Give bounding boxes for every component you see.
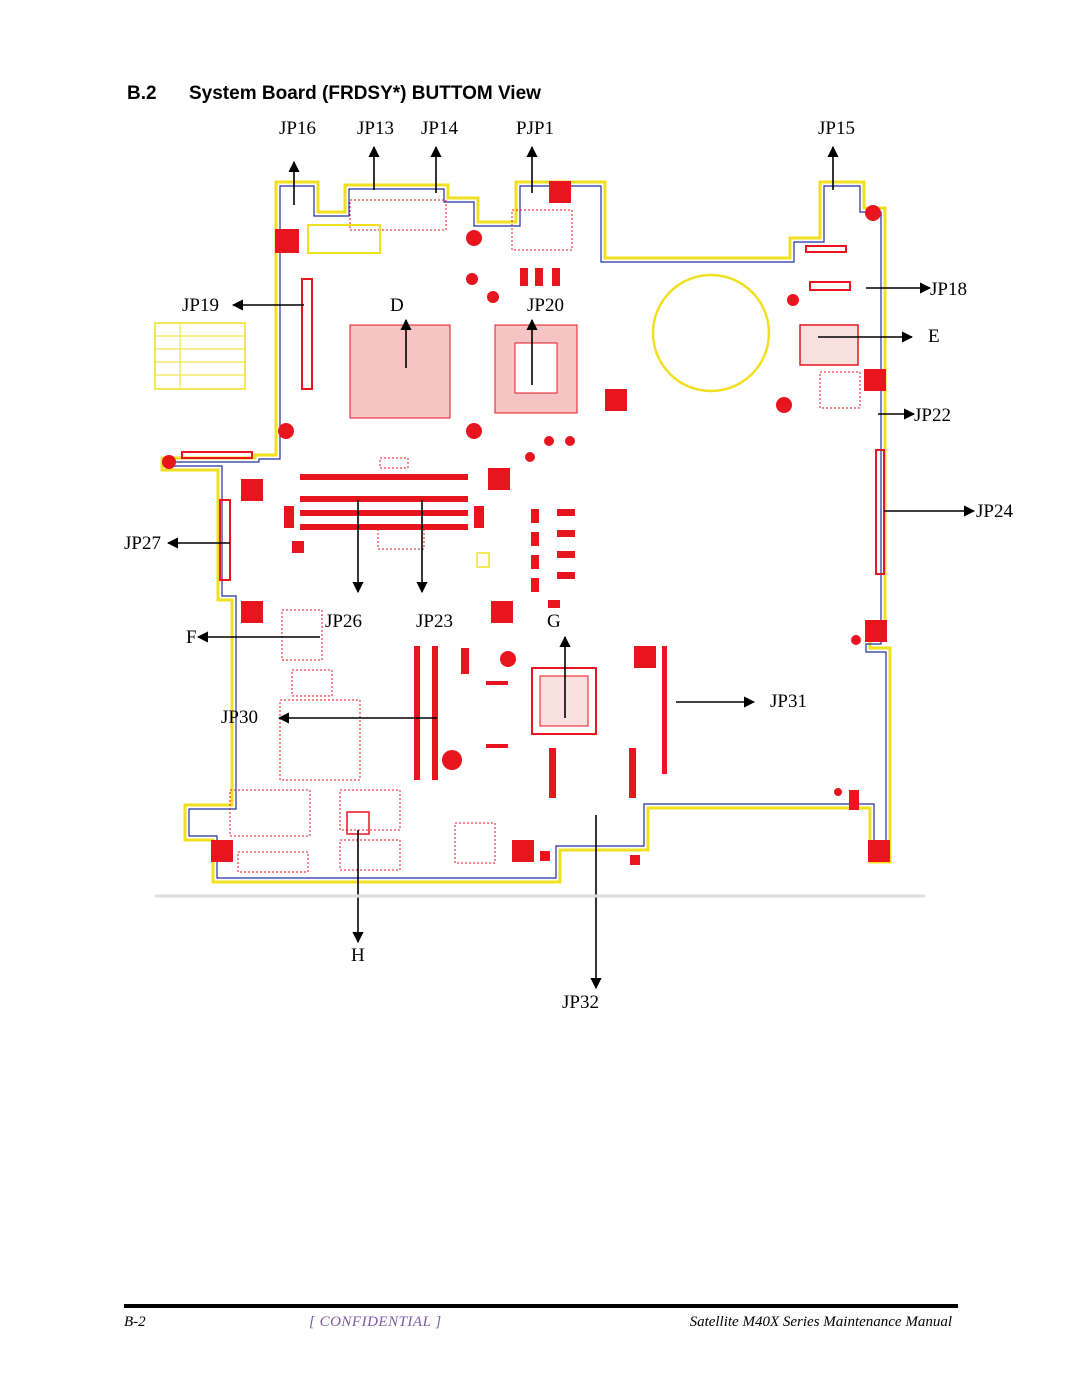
chip-e <box>799 324 859 366</box>
footer-confidential: [ CONFIDENTIAL ] <box>309 1314 442 1330</box>
footer-page-number: B-2 <box>124 1314 146 1330</box>
label-jp13: JP13 <box>357 118 394 139</box>
label-jp15: JP15 <box>818 118 855 139</box>
label-jp30: JP30 <box>221 707 258 728</box>
label-jp31: JP31 <box>770 691 807 712</box>
label-jp19: JP19 <box>182 295 219 316</box>
memory-slots <box>284 474 484 530</box>
label-pjp1: PJP1 <box>516 118 555 139</box>
label-e: E <box>928 326 940 347</box>
label-sticker <box>154 322 246 390</box>
chipset-socket-jp20 <box>494 324 578 414</box>
chip-g <box>531 667 597 735</box>
footer-rule <box>124 1304 958 1308</box>
small-yellow-sq <box>476 552 490 568</box>
label-jp20: JP20 <box>527 295 564 316</box>
label-d: D <box>390 295 404 316</box>
label-jp26: JP26 <box>325 611 362 632</box>
board-outline <box>160 180 892 884</box>
label-jp27: JP27 <box>124 533 161 554</box>
vertical-slots <box>414 646 667 798</box>
section-heading: B.2 System Board (FRDSY*) BUTTOM View <box>127 83 541 105</box>
label-jp24: JP24 <box>976 501 1013 522</box>
footer-manual-title: Satellite M40X Series Maintenance Manual <box>689 1314 952 1330</box>
square-pads <box>211 181 890 865</box>
leader-arrows <box>166 145 976 990</box>
yellow-pad <box>307 224 381 254</box>
label-jp32: JP32 <box>562 992 599 1013</box>
coin-battery <box>651 273 771 393</box>
round-pads <box>162 205 881 796</box>
label-h: H <box>351 945 365 966</box>
label-jp23: JP23 <box>416 611 453 632</box>
label-f: F <box>186 627 197 648</box>
cpu-socket-d <box>349 324 451 419</box>
stripe-pads <box>461 509 575 748</box>
label-jp14: JP14 <box>421 118 458 139</box>
section-title: System Board (FRDSY*) BUTTOM View <box>189 83 541 104</box>
label-jp22: JP22 <box>914 405 951 426</box>
connector-strips <box>181 245 885 581</box>
label-jp18: JP18 <box>930 279 967 300</box>
component-clusters <box>229 199 861 873</box>
board-outline-inner <box>165 185 887 879</box>
label-g: G <box>547 611 561 632</box>
section-number: B.2 <box>127 83 157 104</box>
label-jp16: JP16 <box>279 118 316 139</box>
